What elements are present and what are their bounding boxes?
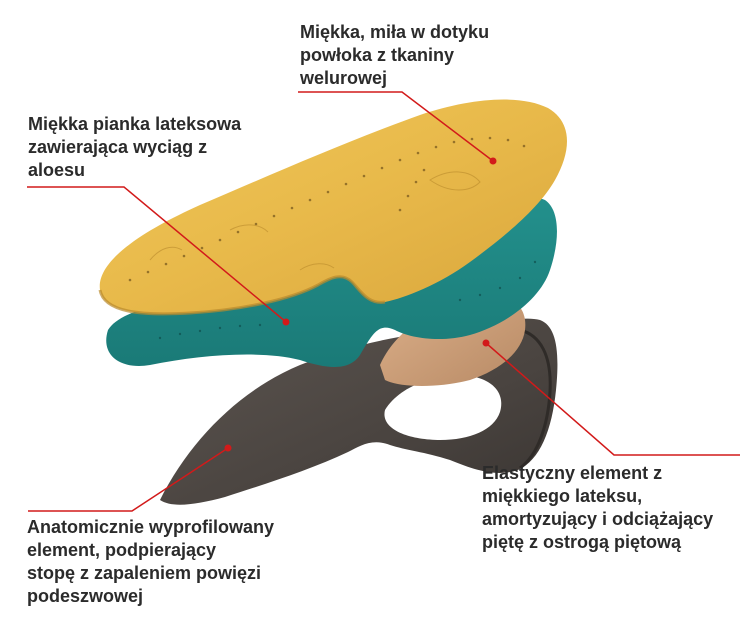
label-anatomical-line-3: stopę z zapaleniem powięzi	[27, 563, 262, 583]
label-velour-line-1: Miękka, miła w dotyku	[300, 22, 490, 42]
leader-line-heel-element	[485, 342, 740, 456]
label-heel-line-1: Elastyczny element z	[482, 463, 663, 483]
label-latex-foam-line-2: zawierająca wyciąg z	[28, 137, 208, 157]
velour-embossing	[149, 171, 481, 271]
leader-lines	[27, 91, 740, 512]
velour-coating-layer	[98, 99, 567, 316]
leader-dot-latex-foam	[282, 318, 290, 326]
leader-dot-anatomical-element	[224, 444, 232, 452]
label-anatomical-line-2: element, podpierający	[27, 540, 217, 560]
label-heel-line-2: miękkiego lateksu,	[482, 486, 643, 506]
label-velour-coating: Miękka, miła w dotyku powłoka z tkaniny …	[300, 21, 489, 90]
leader-line-anatomical-element	[28, 447, 229, 512]
label-latex-foam: Miękka pianka lateksowa zawierająca wyci…	[28, 113, 241, 182]
label-anatomical-line-1: Anatomicznie wyprofilowany	[27, 517, 275, 537]
leader-line-velour	[298, 91, 494, 162]
leader-dot-heel-element	[482, 339, 490, 347]
leader-line-latex-foam	[27, 186, 287, 323]
perforation-dots-velour	[128, 136, 526, 282]
label-anatomical-line-4: podeszwowej	[27, 586, 144, 606]
label-heel-element: Elastyczny element z miękkiego lateksu, …	[482, 462, 713, 554]
perforation-dots-teal	[158, 260, 537, 340]
label-anatomical-element: Anatomicznie wyprofilowany element, podp…	[27, 516, 274, 608]
label-heel-line-3: amortyzujący i odciążający	[482, 509, 714, 529]
leader-dot-velour	[489, 157, 497, 165]
label-latex-foam-line-1: Miękka pianka lateksowa	[28, 114, 242, 134]
label-heel-line-4: piętę z ostrogą piętową	[482, 532, 682, 552]
label-velour-line-2: powłoka z tkaniny	[300, 45, 455, 65]
label-velour-line-3: welurowej	[300, 68, 388, 88]
leader-dots	[224, 157, 497, 452]
label-latex-foam-line-3: aloesu	[28, 160, 86, 180]
